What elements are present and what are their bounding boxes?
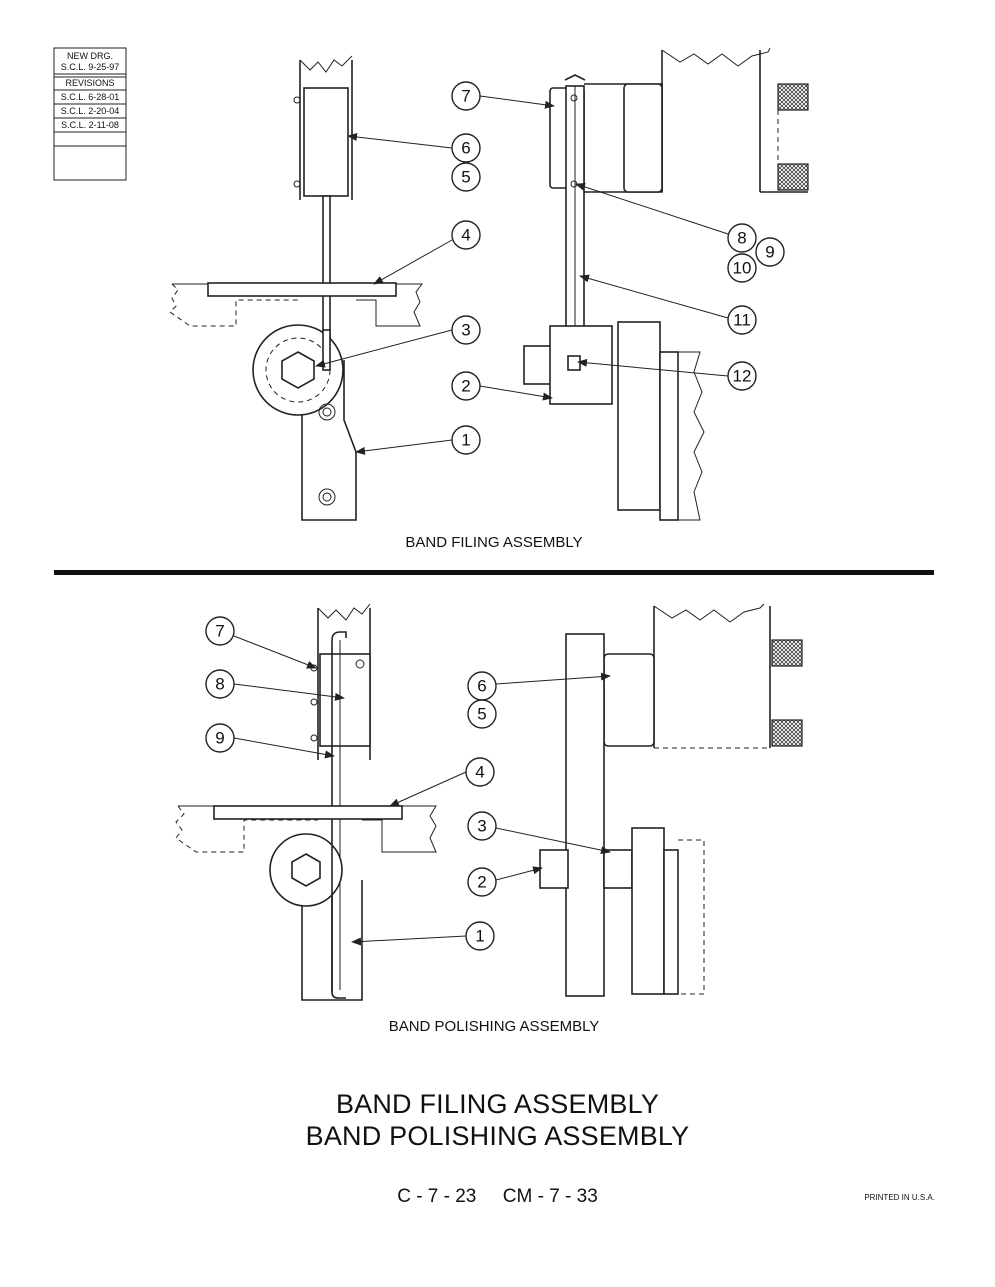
filing-caption: BAND FILING ASSEMBLY (405, 534, 582, 551)
svg-text:2: 2 (477, 873, 486, 892)
revision-entry: S.C.L. 2-11-08 (61, 120, 119, 130)
revision-block: NEW DRG. S.C.L. 9-25-97 REVISIONS S.C.L.… (53, 47, 127, 181)
svg-text:5: 5 (461, 168, 470, 187)
callout-filing-4: 4 (451, 220, 481, 250)
svg-text:10: 10 (733, 259, 752, 278)
polishing-callouts: 7 8 9 6 5 4 3 2 1 (205, 616, 611, 951)
svg-text:9: 9 (215, 729, 224, 748)
filing-callouts: 7 6 5 4 3 2 1 8 9 10 11 12 (315, 81, 785, 455)
callout-polishing-5: 5 (467, 699, 497, 729)
polishing-caption: BAND POLISHING ASSEMBLY (389, 1018, 600, 1035)
svg-text:3: 3 (477, 817, 486, 836)
callout-filing-6: 6 (451, 133, 481, 163)
svg-text:6: 6 (477, 677, 486, 696)
callout-polishing-2: 2 (467, 867, 497, 897)
callout-filing-9: 9 (755, 237, 785, 267)
revisions-label: REVISIONS (65, 78, 114, 88)
page-title: BAND FILING ASSEMBLY BAND POLISHING ASSE… (0, 1088, 995, 1152)
revision-entry: S.C.L. 2-20-04 (61, 106, 120, 116)
callout-polishing-3: 3 (467, 811, 497, 841)
callout-filing-12: 12 (727, 361, 757, 391)
callout-filing-10: 10 (727, 253, 757, 283)
polishing-left-view (175, 603, 437, 1001)
svg-text:6: 6 (461, 139, 470, 158)
printed-notice: PRINTED IN U.S.A. (864, 1193, 935, 1202)
callout-polishing-8: 8 (205, 669, 235, 699)
callout-filing-2: 2 (451, 371, 481, 401)
svg-text:8: 8 (737, 229, 746, 248)
callout-filing-3: 3 (451, 315, 481, 345)
callout-polishing-9: 9 (205, 723, 235, 753)
svg-text:2: 2 (461, 377, 470, 396)
callout-filing-7: 7 (451, 81, 481, 111)
revision-original: S.C.L. 9-25-97 (61, 62, 120, 72)
title-line-2: BAND POLISHING ASSEMBLY (305, 1121, 690, 1151)
svg-text:1: 1 (461, 431, 470, 450)
revision-header: NEW DRG. (67, 51, 113, 61)
svg-text:11: 11 (733, 311, 751, 330)
page-number: C - 7 - 23 CM - 7 - 33 (397, 1186, 598, 1207)
svg-text:1: 1 (475, 927, 484, 946)
svg-text:4: 4 (475, 763, 484, 782)
svg-text:5: 5 (477, 705, 486, 724)
filing-right-view (523, 47, 809, 521)
svg-text:3: 3 (461, 321, 470, 340)
section-divider (54, 570, 934, 575)
svg-text:4: 4 (461, 226, 470, 245)
polishing-right-view (539, 603, 803, 997)
revision-entry: S.C.L. 6-28-01 (61, 92, 120, 102)
callout-polishing-4: 4 (465, 757, 495, 787)
callout-polishing-7: 7 (205, 616, 235, 646)
callout-filing-11: 11 (727, 305, 757, 335)
filing-left-view (169, 55, 423, 521)
callout-filing-5: 5 (451, 162, 481, 192)
svg-text:8: 8 (215, 675, 224, 694)
callout-polishing-6: 6 (467, 671, 497, 701)
svg-text:9: 9 (765, 243, 774, 262)
svg-text:7: 7 (215, 622, 224, 641)
svg-text:7: 7 (461, 87, 470, 106)
callout-filing-1: 1 (451, 425, 481, 455)
callout-polishing-1: 1 (465, 921, 495, 951)
title-line-1: BAND FILING ASSEMBLY (335, 1089, 660, 1119)
callout-filing-8: 8 (727, 223, 757, 253)
svg-text:12: 12 (733, 367, 752, 386)
